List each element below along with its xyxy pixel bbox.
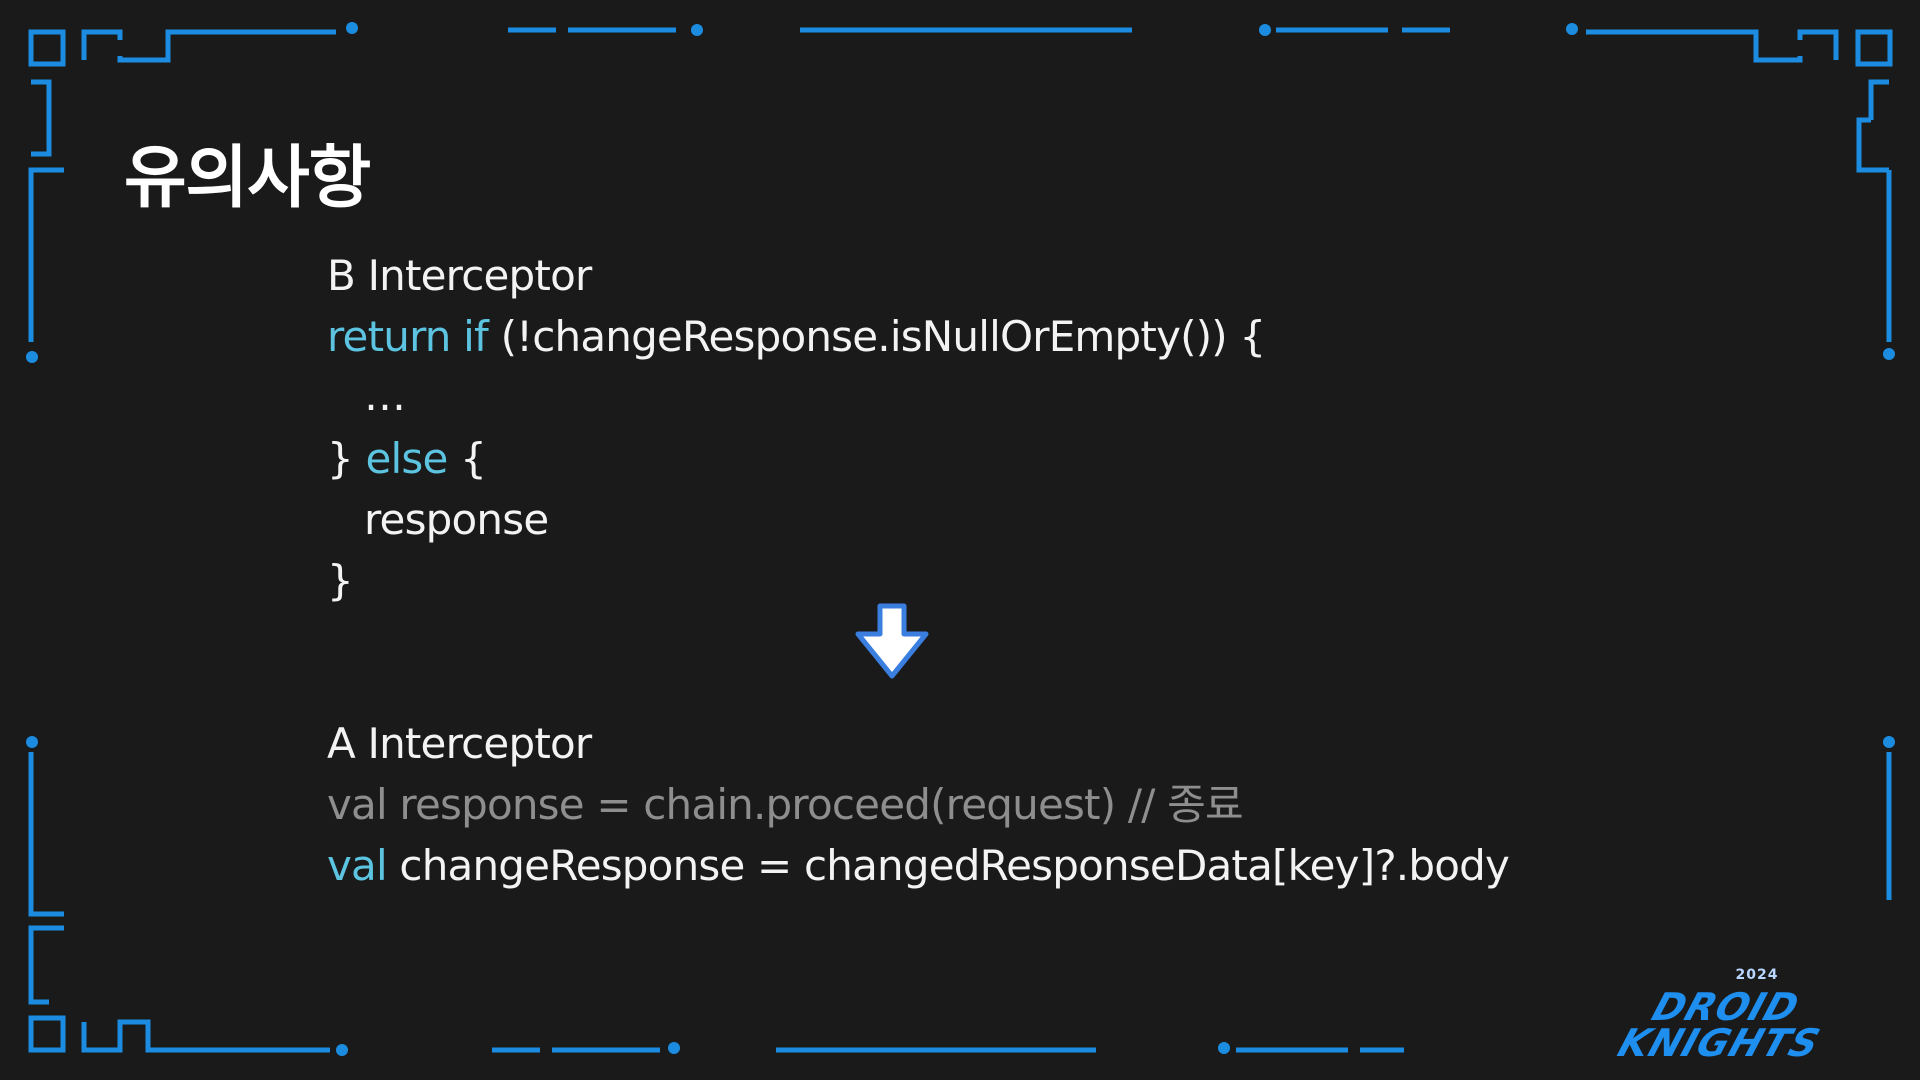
slide-title: 유의사항 (124, 139, 371, 218)
droid-knights-logo: 2024 DROID KNIGHTS (1612, 965, 1894, 1065)
code-b-line-1-rest: (!changeResponse.isNullOrEmpty()) { (488, 312, 1267, 361)
code-b-line-3: } else { (327, 433, 487, 485)
code-a-line-2: val changeResponse = changedResponseData… (327, 840, 1510, 892)
code-b-line-2: … (364, 371, 406, 420)
code-b-line-3-brace: } (327, 434, 366, 483)
keyword-return-if: return if (327, 312, 489, 361)
code-b-line-1: return if (!changeResponse.isNullOrEmpty… (327, 311, 1267, 363)
code-a-line-1: val response = chain.proceed(request) //… (327, 780, 1244, 829)
arrow-down-icon (855, 603, 929, 679)
code-a-line-2-rest: changeResponse = changedResponseData[key… (386, 841, 1510, 890)
code-a-header: A Interceptor (327, 719, 592, 768)
keyword-else: else (365, 434, 448, 483)
code-b-line-4: response (364, 495, 549, 544)
code-b-line-3-rest: { (447, 434, 487, 483)
code-b-header: B Interceptor (327, 251, 592, 300)
keyword-val: val (327, 841, 388, 890)
logo-word-knights: KNIGHTS (1612, 1021, 1826, 1065)
code-b-line-5: } (327, 556, 354, 605)
logo-year: 2024 (1735, 967, 1779, 983)
